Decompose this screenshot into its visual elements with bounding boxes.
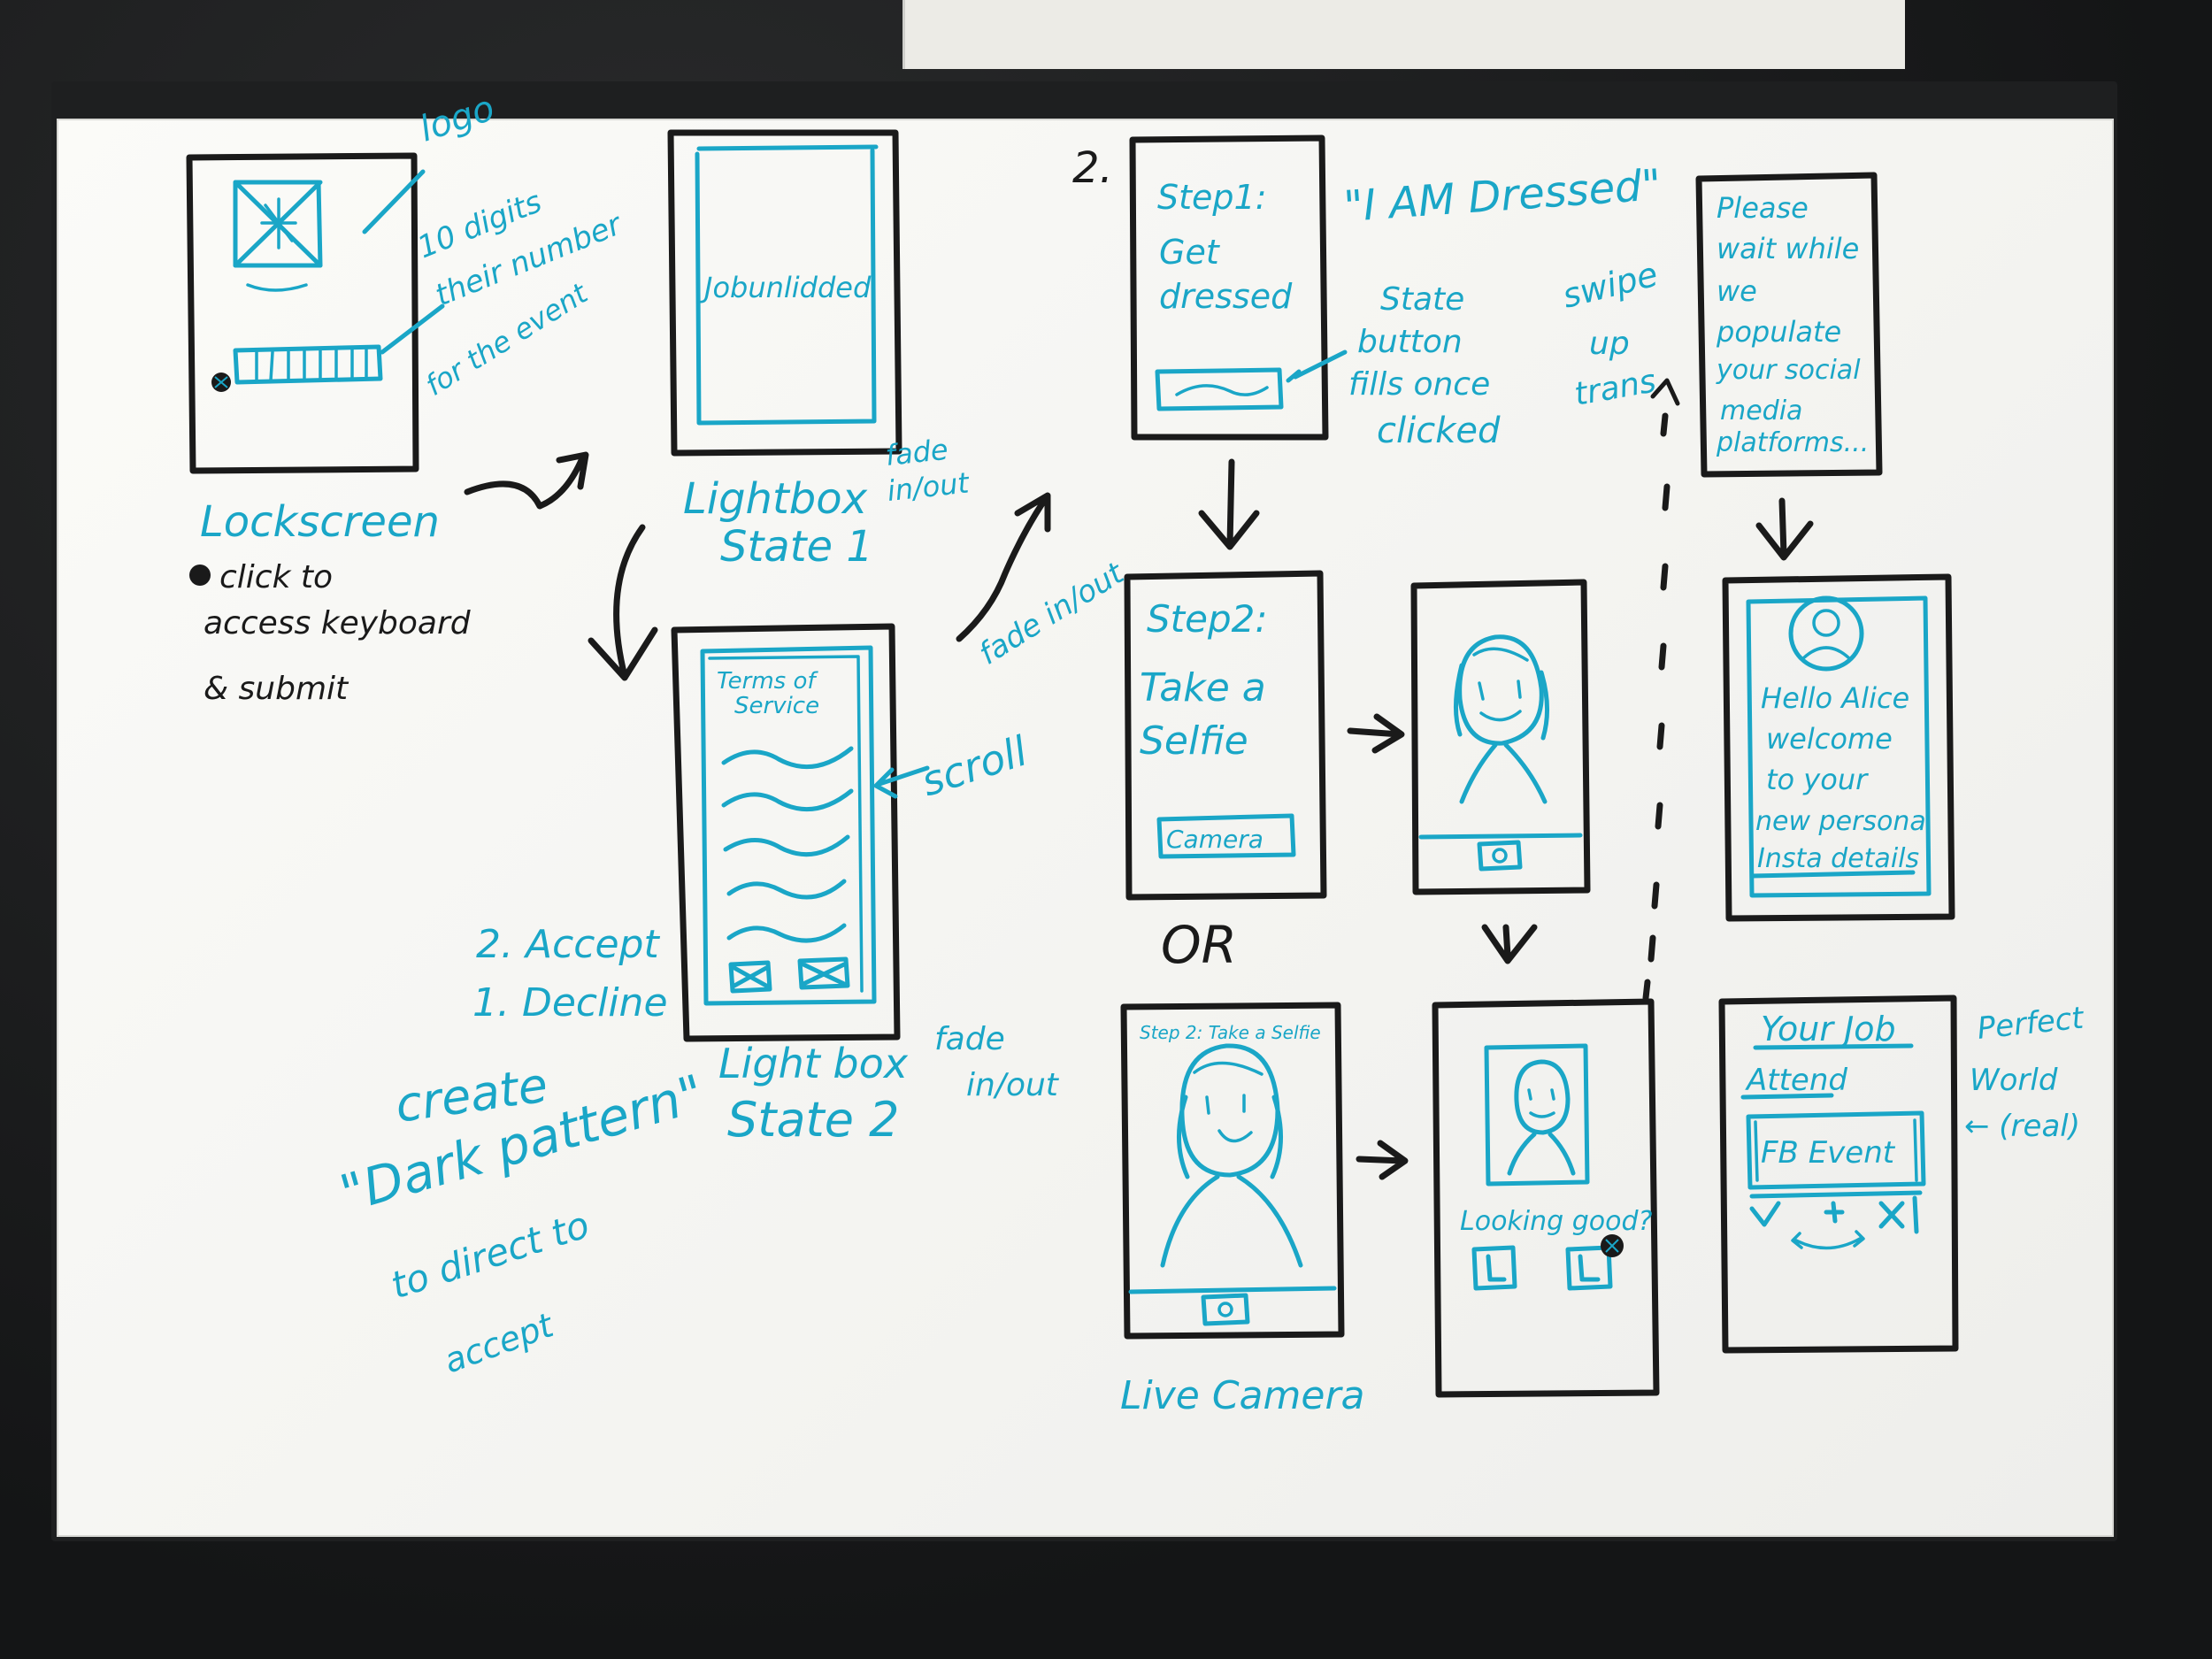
button-note-2: button	[1357, 324, 1463, 360]
tos-title-2: Service	[734, 693, 819, 719]
lockscreen-instruction-1: click to	[219, 559, 333, 595]
welcome-text-3: to your	[1766, 763, 1869, 796]
lightbox-state-1-frame: Jobunlidded	[667, 129, 902, 457]
job-attend: Attend	[1745, 1063, 1847, 1098]
live-camera-caption: Live Camera	[1120, 1373, 1365, 1418]
step-2-text-2: Take a	[1140, 665, 1266, 710]
arrow-step2-right	[1347, 713, 1405, 754]
lightbox-1-transition-2: in/out	[886, 465, 972, 508]
paper-sheet-edge	[902, 0, 1905, 69]
loading-text-1: Please	[1717, 191, 1809, 225]
step-1-text-3: dressed	[1159, 277, 1293, 316]
dotted-divider	[1642, 378, 1680, 1002]
button-note-3: fills once	[1348, 366, 1490, 403]
arrow-preview-down	[1481, 924, 1538, 964]
dark-pattern-note-3: to direct to	[386, 1202, 595, 1307]
job-note-3: ← (real)	[1964, 1109, 2080, 1144]
scroll-arrow	[873, 765, 930, 799]
arrow-loading-down	[1755, 497, 1814, 561]
job-note-2: World	[1970, 1063, 2058, 1098]
arrow-lock-to-lightbox	[464, 451, 589, 510]
lockscreen-instruction-2: access keyboard	[204, 605, 472, 641]
selfie-preview-frame	[1410, 579, 1591, 895]
swipe-note-2: up	[1589, 326, 1630, 362]
step-2-text-3: Selfie	[1140, 718, 1248, 764]
lightbox-1-caption-1: Lightbox	[683, 474, 868, 524]
welcome-screen-frame: Hello Alice welcome to your new persona …	[1722, 573, 1955, 922]
logo-note: logo	[415, 88, 499, 150]
your-job-frame: Your Job Attend FB Event	[1718, 995, 1959, 1354]
button-note-4: clicked	[1377, 411, 1501, 451]
arrow-lightbox2-up	[956, 492, 1051, 642]
welcome-text-2: welcome	[1766, 722, 1893, 756]
lockscreen-caption: Lockscreen	[200, 497, 440, 547]
loading-screen-frame: Please wait while we populate your socia…	[1695, 172, 1883, 478]
confirm-question: Looking good?	[1460, 1206, 1653, 1237]
button-note-1: State	[1380, 281, 1464, 318]
step-2-frame: Step2: Take a Selfie Camera	[1124, 570, 1327, 901]
option-accept: 2. Accept	[476, 922, 660, 967]
step-1-text-1: Step1:	[1157, 178, 1267, 217]
lightbox-1-caption-2: State 1	[720, 522, 873, 572]
lockscreen-instruction-3: & submit	[204, 671, 349, 707]
arrow-alt-right	[1356, 1140, 1409, 1180]
step-2-text-1: Step2:	[1147, 597, 1268, 641]
step-1-text-2: Get	[1159, 233, 1221, 272]
loading-text-4: populate	[1716, 315, 1841, 349]
job-note-1: Perfect	[1976, 1000, 2086, 1047]
or-label: OR	[1161, 915, 1237, 975]
dark-pattern-note-4: accept	[439, 1305, 560, 1381]
confirm-photo-frame: Looking good?	[1432, 998, 1660, 1398]
lightbox-state-2-frame: Terms of Service	[671, 623, 901, 1042]
arrow-lightbox1-down	[588, 524, 658, 681]
loading-text-6: media	[1720, 396, 1802, 426]
loading-text-3: we	[1717, 274, 1757, 308]
welcome-text-1: Hello Alice	[1761, 681, 1909, 715]
camera-button: Camera	[1166, 825, 1263, 854]
loading-text-5: your social	[1716, 355, 1861, 386]
arrow-step1-down	[1198, 458, 1260, 550]
step-2-alt-text: Step 2: Take a Selfie	[1140, 1022, 1321, 1043]
step-2-alt-frame: Step 2: Take a Selfie	[1120, 1002, 1345, 1340]
job-title: Your Job	[1761, 1010, 1896, 1048]
option-decline: 1. Decline	[472, 980, 668, 1025]
step-number-2: 2.	[1072, 143, 1113, 193]
lightbox-2-caption-2: State 2	[727, 1092, 899, 1148]
lightbox-1-transition-1: fade	[884, 433, 949, 472]
step-1-frame: Step1: Get dressed	[1129, 134, 1329, 441]
tos-title-1: Terms of	[717, 668, 818, 695]
loading-text-2: wait while	[1717, 232, 1859, 265]
lockscreen-frame	[186, 152, 419, 474]
lightbox-1-text: Jobunlidded	[699, 271, 872, 304]
lightbox-2-transition: fade in/out	[973, 555, 1132, 672]
scroll-note: scroll	[916, 726, 1033, 805]
step-1-quote: "I AM Dressed"	[1342, 160, 1663, 232]
lightbox-2-caption-1: Light box	[718, 1040, 909, 1087]
loading-text-7: platforms...	[1716, 427, 1869, 458]
swipe-note-1: swipe	[1559, 255, 1662, 316]
lightbox-2-fade-2: in/out	[966, 1067, 1060, 1103]
job-event: FB Event	[1761, 1135, 1896, 1171]
lightbox-2-fade-1: fade	[934, 1021, 1005, 1057]
welcome-text-5: Insta details	[1757, 843, 1919, 874]
whiteboard-surface	[57, 119, 2114, 1537]
swipe-note-3: trans	[1571, 363, 1658, 412]
welcome-text-4: new persona	[1755, 806, 1926, 837]
